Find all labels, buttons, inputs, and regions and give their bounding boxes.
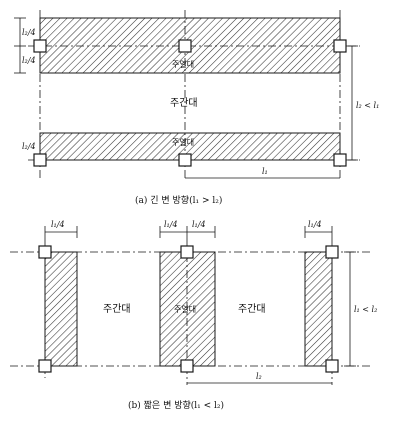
span-ratio-b: l₁ < l₂ [354,305,377,314]
quarter-dim-b-1: l₁/4 [51,220,65,229]
quarter-dim-a-lower: l₂/4 [22,56,36,65]
caption-a: (a) 긴 변 방향(l₁ > l₂) [135,194,222,206]
column-strip-label-b: 주열대 [174,305,196,314]
middle-strip-label-b-left: 주간대 [103,303,131,315]
column-strip-label-a-top: 주열대 [172,60,194,69]
column-b-1 [38,245,52,259]
middle-strip-label-a: 주간대 [170,97,198,109]
quarter-dim-a-bottom: l₂/4 [22,142,36,151]
span-a: l₁ [262,167,268,176]
span-b: l₂ [256,372,262,381]
column-a-3 [333,39,347,53]
column-strip-label-a-bottom: 주열대 [172,138,194,147]
quarter-dim-b-3: l₁/4 [192,220,206,229]
quarter-dim-b-2: l₁/4 [164,220,178,229]
panel-a: l₂/4 l₂/4 l₂/4 l₂ < l₁ l₁ 주열대 주간대 주열대 (a… [14,10,379,206]
column-a-4 [33,153,47,167]
panel-b: l₁/4 l₁/4 l₁/4 l₁/4 l₁ < l₂ l₂ 주간대 주열대 주… [10,220,377,411]
column-b-5 [180,359,194,373]
column-a-6 [333,153,347,167]
column-a-2 [178,39,192,53]
span-ratio-a: l₂ < l₁ [356,101,379,110]
quarter-dim-a-upper: l₂/4 [22,28,36,37]
column-strip-b-1 [44,251,78,367]
column-a-5 [178,153,192,167]
quarter-dim-b-4: l₁/4 [308,220,322,229]
column-b-2 [180,245,194,259]
column-b-4 [38,359,52,373]
caption-b: (b) 짧은 변 방향(l₁ < l₂) [128,399,224,411]
column-b-6 [325,359,339,373]
column-b-3 [325,245,339,259]
column-strip-b-3 [304,251,333,367]
column-a-1 [33,39,47,53]
middle-strip-label-b-right: 주간대 [238,303,266,315]
